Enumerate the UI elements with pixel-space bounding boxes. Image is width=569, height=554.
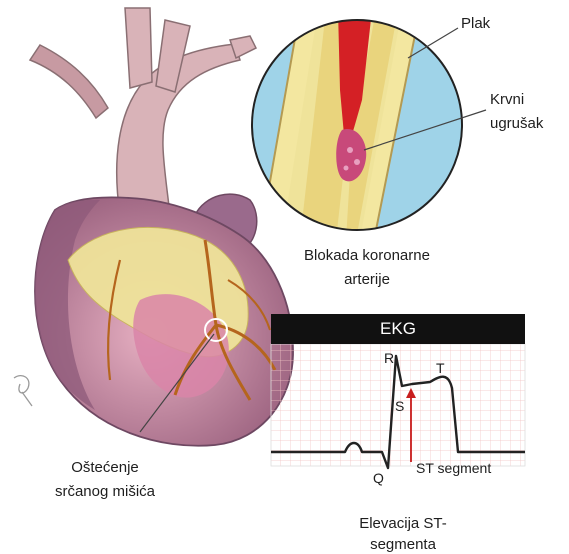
ekg-label-t: T — [436, 360, 445, 376]
label-plaque: Plak — [461, 14, 490, 33]
ekg-st-segment-label: ST segment — [416, 460, 491, 476]
label-blockage-line2: arterije — [282, 270, 452, 289]
vessel-top — [125, 8, 152, 88]
label-damage-line2: srčanog mišića — [30, 482, 180, 501]
label-clot-line1: Krvni — [490, 90, 524, 109]
ekg-caption-line1: Elevacija ST- — [318, 514, 488, 533]
label-damage-line1: Oštećenje — [30, 458, 180, 477]
ekg-title: EKG — [271, 314, 525, 344]
heart-illustration — [14, 8, 293, 446]
ekg-label-q: Q — [373, 470, 384, 486]
label-blockage-line1: Blokada koronarne — [282, 246, 452, 265]
artist-signature — [14, 376, 32, 406]
label-clot-line2: ugrušak — [490, 114, 543, 133]
ekg-caption-line2: segmenta — [318, 535, 488, 554]
ekg-label-s: S — [395, 398, 404, 414]
vessel-left — [30, 45, 108, 118]
ekg-label-r: R — [384, 350, 394, 366]
